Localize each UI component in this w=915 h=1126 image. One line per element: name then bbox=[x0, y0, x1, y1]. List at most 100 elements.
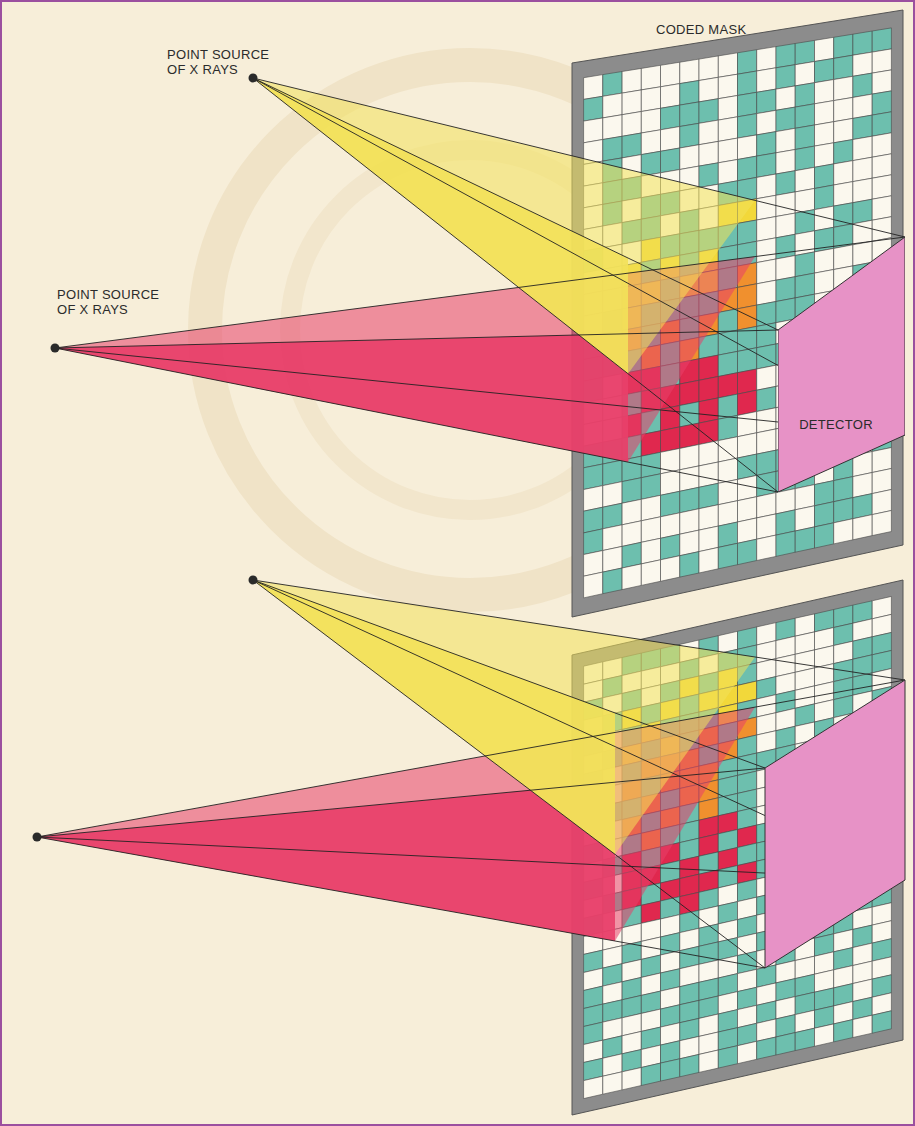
mask-cell bbox=[815, 1024, 834, 1046]
mask-cell bbox=[699, 547, 718, 573]
mask-cell bbox=[834, 97, 853, 121]
mask-cell bbox=[757, 110, 776, 135]
mask-cell bbox=[661, 534, 680, 560]
x-ray-line bbox=[253, 78, 755, 353]
detector-plate bbox=[765, 680, 905, 968]
mask-cell bbox=[661, 406, 680, 431]
mask-cell bbox=[718, 74, 737, 99]
x-ray-line bbox=[615, 713, 765, 768]
x-ray-line bbox=[755, 657, 905, 680]
mask-cell bbox=[872, 175, 891, 199]
x-ray-line bbox=[253, 580, 755, 657]
mask-cell bbox=[872, 70, 891, 94]
mask-cell bbox=[757, 302, 776, 327]
mask-cell bbox=[738, 412, 757, 437]
mask-cell bbox=[718, 373, 737, 398]
mask-cell bbox=[680, 81, 699, 106]
mask-cell bbox=[603, 525, 622, 551]
mask-cell bbox=[757, 514, 776, 539]
point-source-dot bbox=[33, 833, 42, 842]
mask-cell bbox=[795, 1028, 814, 1050]
point-source-dot bbox=[51, 344, 60, 353]
mask-cell bbox=[834, 161, 853, 185]
mask-cell bbox=[853, 515, 872, 540]
mask-cell bbox=[603, 136, 622, 161]
x-ray-line bbox=[55, 257, 755, 348]
x-ray-line bbox=[55, 348, 628, 462]
mask-cell bbox=[776, 531, 795, 556]
x-ray-line bbox=[615, 854, 765, 968]
mask-cell bbox=[776, 150, 795, 175]
mask-cell bbox=[815, 270, 834, 295]
x-ray-line bbox=[55, 334, 628, 348]
mask-cell bbox=[603, 72, 622, 97]
mask-cell bbox=[795, 62, 814, 86]
mask-cell bbox=[718, 138, 737, 163]
mask-cell bbox=[776, 86, 795, 110]
mask-cell bbox=[795, 189, 814, 214]
mask-cell bbox=[699, 505, 718, 530]
mask-cell bbox=[584, 507, 603, 533]
mask-cell bbox=[776, 213, 795, 238]
mask-cell bbox=[834, 55, 853, 79]
mask-cell bbox=[776, 44, 795, 68]
mask-cell bbox=[872, 91, 891, 115]
mask-cell bbox=[795, 104, 814, 129]
mask-cell bbox=[584, 1076, 603, 1098]
mask-cell bbox=[815, 185, 834, 210]
mask-cell bbox=[815, 143, 834, 168]
mask-cell bbox=[699, 1050, 718, 1072]
mask-cell bbox=[776, 256, 795, 281]
mask-cell bbox=[757, 344, 776, 369]
point-source-dot bbox=[249, 576, 258, 585]
mask-cell bbox=[815, 248, 834, 273]
mask-cell bbox=[584, 96, 603, 121]
mask-cell bbox=[795, 40, 814, 64]
mask-cell bbox=[853, 31, 872, 55]
mask-cell bbox=[776, 489, 795, 514]
mask-cell bbox=[661, 1059, 680, 1081]
mask-cell bbox=[680, 145, 699, 170]
mask-cell bbox=[738, 1041, 757, 1063]
mask-cell bbox=[757, 386, 776, 411]
mask-cell bbox=[795, 83, 814, 107]
mask-cell bbox=[776, 128, 795, 153]
mask-cell bbox=[661, 448, 680, 473]
mask-cell bbox=[757, 217, 776, 242]
mask-cell bbox=[795, 146, 814, 171]
mask-cell bbox=[815, 523, 834, 548]
mask-cell bbox=[738, 220, 757, 245]
mask-cell bbox=[622, 564, 641, 590]
mask-cell bbox=[622, 478, 641, 504]
mask-cell bbox=[680, 466, 699, 491]
mask-cell bbox=[718, 160, 737, 185]
mask-cell bbox=[757, 259, 776, 284]
mask-cell bbox=[584, 486, 603, 512]
mask-cell bbox=[641, 87, 660, 112]
mask-cell bbox=[853, 136, 872, 160]
x-ray-line bbox=[37, 782, 615, 837]
mask-cell bbox=[834, 118, 853, 142]
mask-cell bbox=[738, 92, 757, 117]
mask-cell bbox=[661, 127, 680, 152]
mask-cell bbox=[622, 112, 641, 137]
mask-cell bbox=[834, 1020, 853, 1042]
mask-cell bbox=[853, 157, 872, 181]
mask-cell bbox=[699, 77, 718, 102]
mask-cell bbox=[738, 348, 757, 373]
mask-cell bbox=[718, 351, 737, 376]
mask-cell bbox=[680, 487, 699, 513]
source-label: POINT SOURCE OF X RAYS bbox=[167, 47, 275, 77]
mask-cell bbox=[872, 112, 891, 136]
mask-cell bbox=[738, 114, 757, 139]
x-ray-line bbox=[37, 707, 755, 837]
mask-cell bbox=[757, 535, 776, 560]
mask-cell bbox=[738, 284, 757, 309]
mask-cell bbox=[757, 132, 776, 157]
mask-cell bbox=[834, 34, 853, 58]
mask-cell bbox=[872, 154, 891, 178]
mask-cell bbox=[815, 58, 834, 82]
mask-cell bbox=[622, 68, 641, 93]
mask-cell bbox=[757, 450, 776, 475]
